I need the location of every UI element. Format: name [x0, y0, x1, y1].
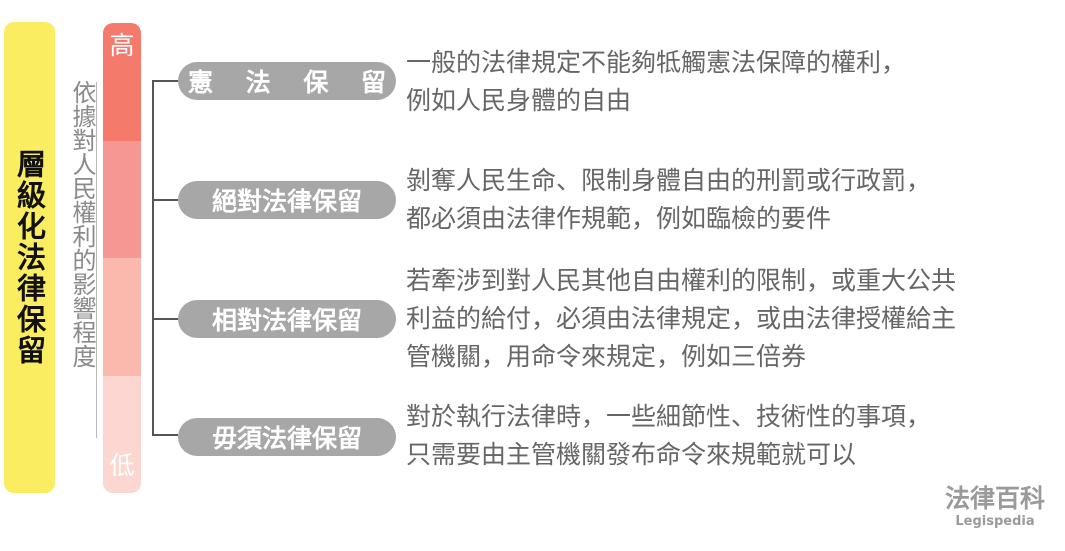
scale-segment-1: [103, 23, 141, 141]
level-bracket: [152, 80, 178, 436]
diagram-title: 層級化法律保留: [12, 149, 47, 366]
description-line: 利益的給付，必須由法律規定，或由法律授權給主: [406, 304, 957, 333]
brand-logo: 法律百科 Legispedia: [940, 484, 1050, 530]
bracket-tick-3: [152, 318, 178, 320]
description-line: 都必須由法律作規範，例如臨檢的要件: [406, 204, 832, 233]
description-line: 剝奪人民生命、限制身體自由的刑罰或行政罰，: [406, 166, 932, 195]
scale-low-label: 低: [109, 451, 135, 480]
brand-name-cn: 法律百科: [944, 484, 1045, 513]
basis-divider: [96, 82, 97, 438]
description-line: 只需要由主管機關發布命令來規範就可以: [406, 440, 857, 469]
brand-name-en: Legispedia: [955, 514, 1035, 529]
basis-caption: 依據對人民權利的影響程度: [62, 80, 102, 438]
scale-segment-4: [103, 375, 141, 493]
scale-segment-2: [103, 140, 141, 258]
scale-segment-3: [103, 258, 141, 376]
level-description-none: 對於執行法律時，一些細節性、技術性的事項， 只需要由主管機關發布命令來規範就可以: [406, 398, 1061, 474]
title-bar: 層級化法律保留: [4, 22, 55, 493]
scale-high-label: 高: [109, 31, 135, 60]
level-pill-absolute: 絕對法律保留: [178, 181, 396, 219]
description-line: 若牽涉到對人民其他自由權利的限制，或重大公共: [406, 266, 957, 295]
level-description-absolute: 剝奪人民生命、限制身體自由的刑罰或行政罰， 都必須由法律作規範，例如臨檢的要件: [406, 162, 1061, 238]
degree-scale-bar: [103, 23, 141, 493]
level-description-relative: 若牽涉到對人民其他自由權利的限制，或重大公共 利益的給付，必須由法律規定，或由法…: [406, 262, 1061, 376]
description-line: 對於執行法律時，一些細節性、技術性的事項，: [406, 402, 932, 431]
level-pill-constitutional: 憲 法 保 留: [178, 62, 396, 100]
level-pill-none: 毋須法律保留: [178, 418, 396, 456]
description-line: 一般的法律規定不能夠牴觸憲法保障的權利，: [406, 48, 907, 77]
description-line: 管機關，用命令來規定，例如三倍券: [406, 342, 807, 371]
level-description-constitutional: 一般的法律規定不能夠牴觸憲法保障的權利， 例如人民身體的自由: [406, 44, 1061, 120]
description-line: 例如人民身體的自由: [406, 86, 632, 115]
level-pill-relative: 相對法律保留: [178, 300, 396, 338]
bracket-tick-2: [152, 199, 178, 201]
basis-text: 依據對人民權利的影響程度: [68, 80, 96, 368]
